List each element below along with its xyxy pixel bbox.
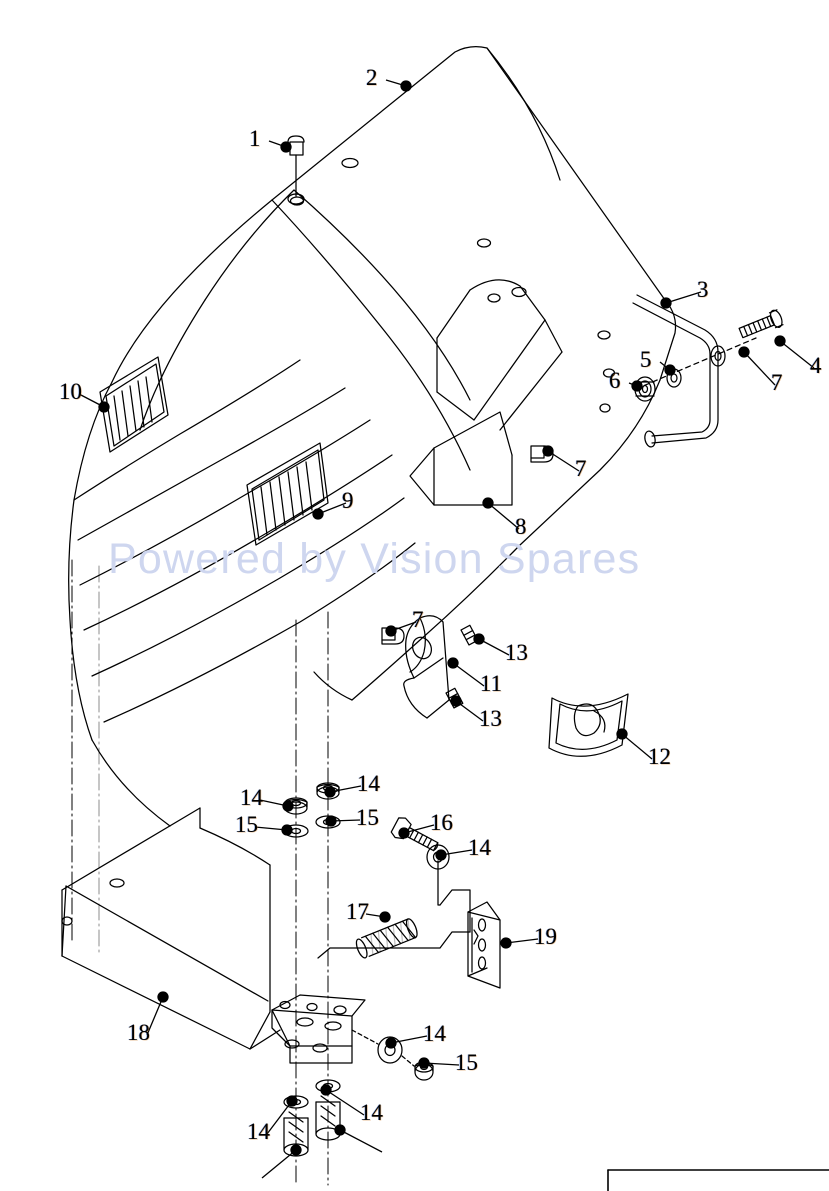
callout-number-flat-washer: 14: [423, 1021, 446, 1046]
callout-number-badge-plate: 12: [648, 744, 671, 769]
callout-number-bent-rod-handle: 3: [697, 277, 709, 302]
callout-number-flat-washer: 15: [356, 805, 379, 830]
callout-number-lower-skirt-panel: 18: [127, 1020, 150, 1045]
callout-number-bolt: 4: [810, 353, 822, 378]
callout-number-flange-nut: 15: [455, 1050, 478, 1075]
callout-number-flat-washer: 14: [247, 1119, 270, 1144]
callout-number-side-panel: 8: [515, 514, 527, 539]
callout-number-flange-nut: 14: [240, 785, 263, 810]
callout-number-mounting-bracket: 19: [534, 924, 557, 949]
callout-number-clip: 13: [479, 706, 502, 731]
callout-number-grille-vent-right: 9: [342, 488, 354, 513]
callout-number-grille-vent-left: 10: [59, 379, 82, 404]
callout-number-grommet: 7: [575, 456, 587, 481]
callout-number-hood-panel: 2: [366, 65, 378, 90]
callout-number-deflector-bracket: 11: [480, 671, 503, 696]
callout-number-washer: 5: [640, 347, 652, 372]
callout-number-flat-washer: 14: [468, 835, 491, 860]
callout-number-flat-washer: 14: [360, 1100, 383, 1125]
callout-number-flange-nut: 14: [357, 771, 380, 796]
callout-number-clip: 13: [505, 640, 528, 665]
callout-number-flat-washer: 15: [235, 812, 258, 837]
callout-number-washer: 7: [771, 370, 783, 395]
callout-number-lock-nut: 6: [609, 368, 621, 393]
callout-number-extension-spring: 17: [346, 899, 369, 924]
callout-number-hex-bolt: 16: [430, 810, 453, 835]
callout-number-grommet: 7: [412, 607, 424, 632]
callout-number-hood-latch-knob: 1: [249, 126, 261, 151]
